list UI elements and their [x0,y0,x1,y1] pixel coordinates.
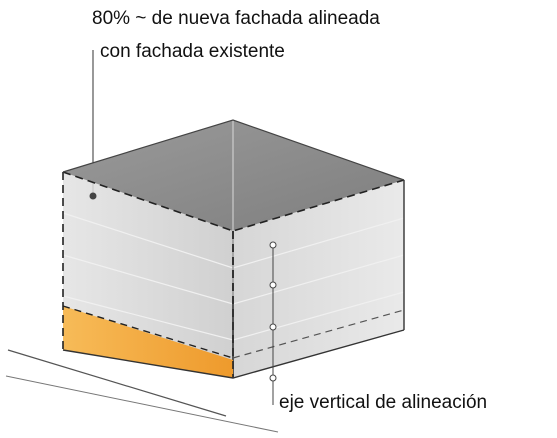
axis-dot-mid [269,281,277,289]
annotation-top-line-2: con fachada existente [100,41,285,62]
ground-floor-orange [63,306,233,378]
base-edge [62,329,405,379]
ground-line [7,349,227,417]
annotation-bottom: eje vertical de alineación [279,392,487,413]
axis-dot-lower [269,323,277,331]
dashed-orange-top [62,305,234,359]
axis-dot-bottom [269,374,277,382]
top-back-edge [62,119,405,181]
axis-dot-top [269,241,277,249]
leader-dot [89,192,97,200]
dashed-outline [62,171,405,232]
ground-line-2 [5,375,279,433]
annotation-top-line-1: 80% ~ de nueva fachada alineada [92,8,380,29]
dashed-right-base [232,309,405,359]
